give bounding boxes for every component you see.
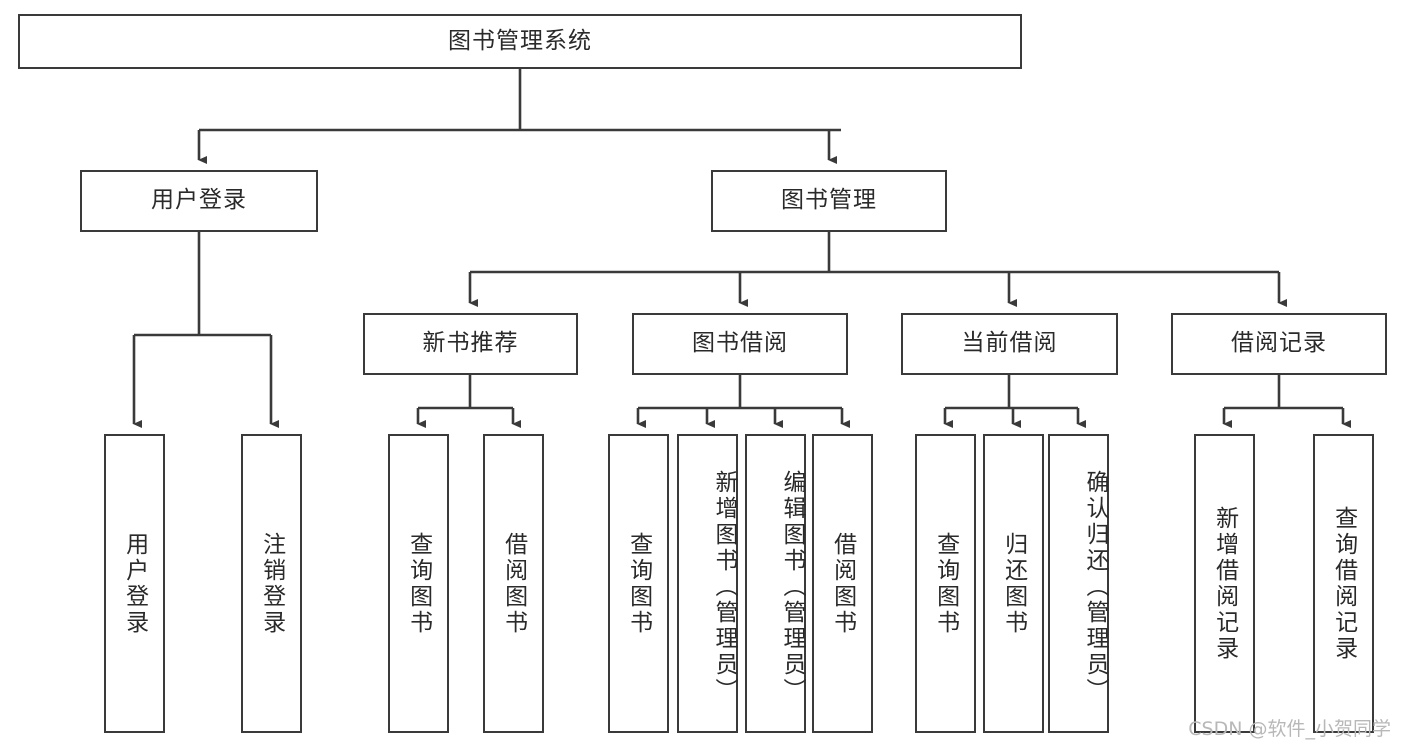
leaf-borrow-book-2[interactable]: 借阅图书 (812, 434, 873, 733)
node-book-borrow-label: 图书借阅 (692, 330, 788, 357)
leaf-query-book-2[interactable]: 查询图书 (608, 434, 669, 733)
leaf-edit-book[interactable]: 编辑图书（管理员） (745, 434, 806, 733)
leaf-confirm-return[interactable]: 确认归还（管理员） (1048, 434, 1109, 733)
leaf-user-logout-label: 注销登录 (258, 531, 285, 636)
leaf-add-book-label: 新增图书（管理员） (711, 469, 737, 704)
node-current-borrow-label: 当前借阅 (961, 330, 1058, 357)
node-book-manage-label: 图书管理 (781, 187, 877, 214)
node-book-manage[interactable]: 图书管理 (711, 170, 947, 232)
leaf-confirm-return-label: 确认归还（管理员） (1082, 469, 1108, 704)
node-user-login-label: 用户登录 (151, 187, 247, 214)
node-root[interactable]: 图书管理系统 (18, 14, 1022, 69)
leaf-return-book-label: 归还图书 (1000, 531, 1027, 636)
leaf-edit-book-label: 编辑图书（管理员） (779, 469, 805, 704)
node-borrow-record-label: 借阅记录 (1231, 330, 1327, 357)
node-book-borrow[interactable]: 图书借阅 (632, 313, 848, 375)
node-borrow-record[interactable]: 借阅记录 (1171, 313, 1387, 375)
leaf-query-book-1[interactable]: 查询图书 (388, 434, 449, 733)
leaf-add-book[interactable]: 新增图书（管理员） (677, 434, 738, 733)
leaf-borrow-book-1[interactable]: 借阅图书 (483, 434, 544, 733)
leaf-user-login-label: 用户登录 (121, 531, 148, 636)
node-user-login[interactable]: 用户登录 (80, 170, 318, 232)
node-root-label: 图书管理系统 (448, 27, 592, 54)
node-current-borrow[interactable]: 当前借阅 (901, 313, 1118, 375)
leaf-query-book-3[interactable]: 查询图书 (915, 434, 976, 733)
leaf-add-record[interactable]: 新增借阅记录 (1194, 434, 1255, 733)
leaf-return-book[interactable]: 归还图书 (983, 434, 1044, 733)
leaf-query-record-label: 查询借阅记录 (1330, 505, 1357, 662)
node-new-book-rec[interactable]: 新书推荐 (363, 313, 578, 375)
leaf-query-book-3-label: 查询图书 (932, 531, 959, 636)
leaf-user-login[interactable]: 用户登录 (104, 434, 165, 733)
leaf-add-record-label: 新增借阅记录 (1211, 505, 1238, 662)
leaf-query-book-1-label: 查询图书 (405, 531, 432, 636)
leaf-user-logout[interactable]: 注销登录 (241, 434, 302, 733)
watermark-text: CSDN @软件_小贺同学 (1188, 718, 1391, 740)
leaf-borrow-book-1-label: 借阅图书 (500, 531, 527, 636)
node-new-book-rec-label: 新书推荐 (422, 330, 519, 357)
leaf-query-record[interactable]: 查询借阅记录 (1313, 434, 1374, 733)
leaf-query-book-2-label: 查询图书 (625, 531, 652, 636)
leaf-borrow-book-2-label: 借阅图书 (829, 531, 856, 636)
